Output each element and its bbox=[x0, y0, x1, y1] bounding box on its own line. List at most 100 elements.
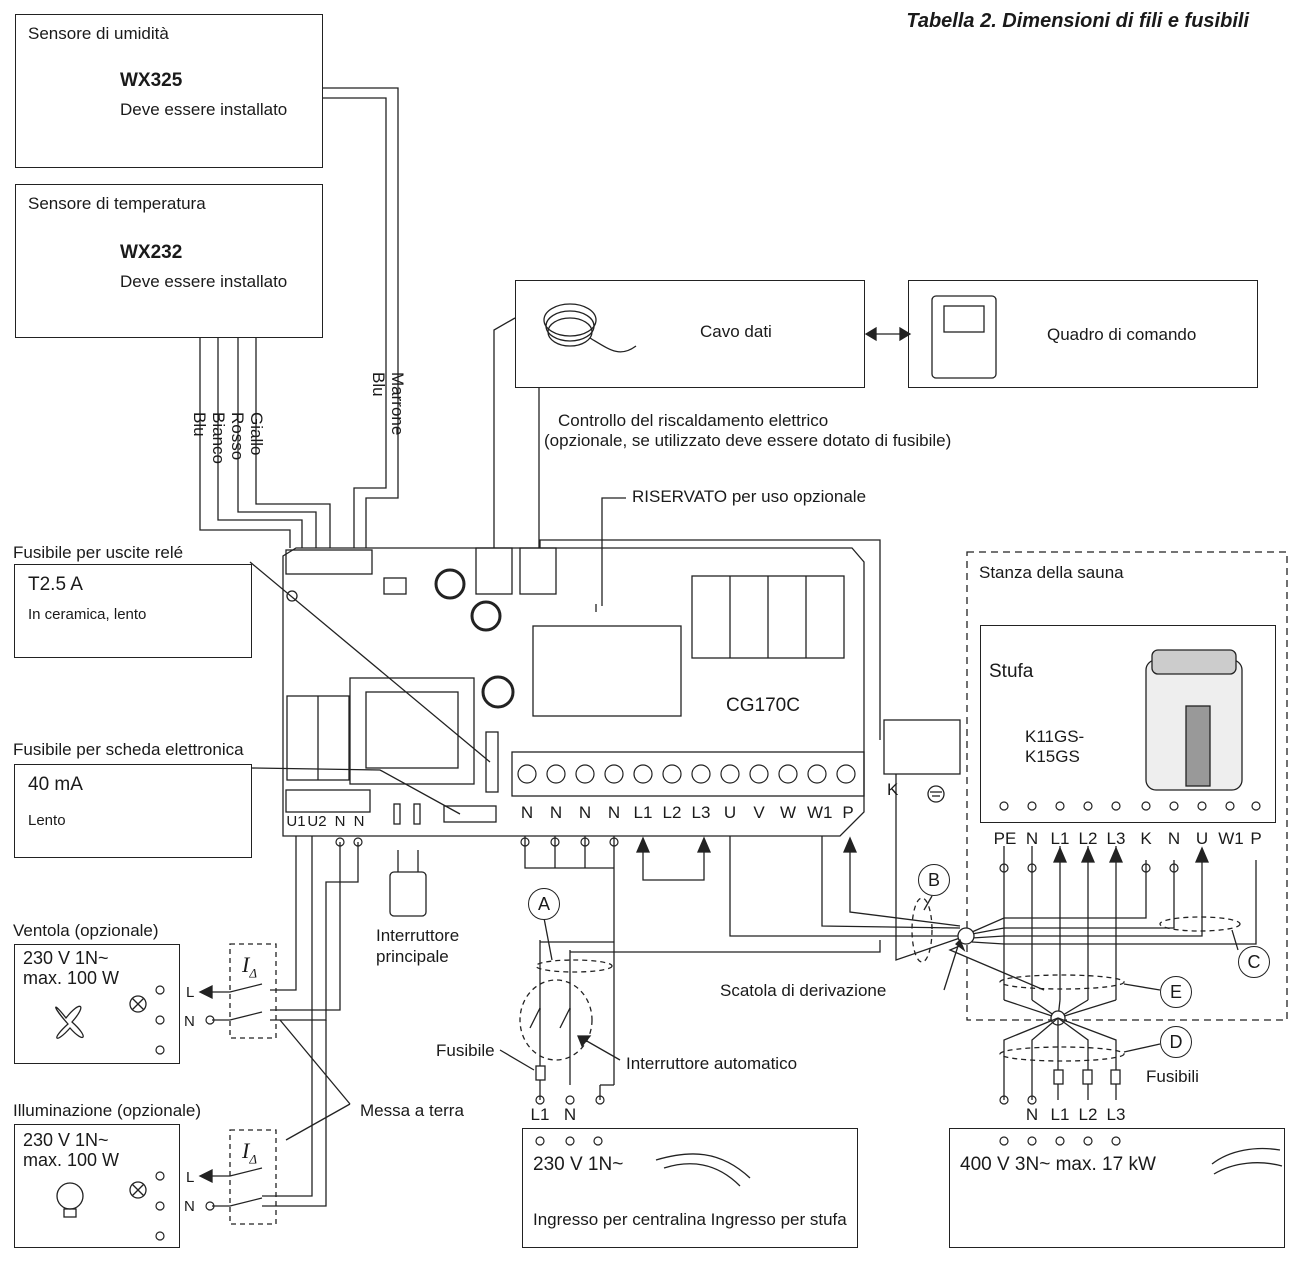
relay-fuse-box: T2.5 A In ceramica, lento bbox=[14, 564, 252, 658]
heater-model-2: K15GS bbox=[1025, 747, 1080, 766]
board-terminal: N bbox=[607, 803, 621, 822]
board-left-terminal: U1 bbox=[286, 813, 306, 830]
board-terminal: W1 bbox=[807, 803, 833, 822]
reserved-label: RISERVATO per uso opzionale bbox=[632, 487, 867, 506]
humidity-sensor-model: WX325 bbox=[120, 70, 183, 91]
supply-right-terminal: L1 bbox=[1050, 1105, 1070, 1124]
heater-model-1: K11GS- bbox=[1025, 727, 1085, 746]
lighting-box: 230 V 1N~ max. 100 W bbox=[14, 1124, 180, 1248]
board-terminal: U bbox=[723, 803, 737, 822]
supply-400-label: 400 V 3N~ max. 17 kW bbox=[960, 1154, 1156, 1175]
callout-e: E bbox=[1160, 976, 1192, 1008]
board-terminal: L3 bbox=[691, 803, 711, 822]
data-cable-box: Cavo dati bbox=[515, 280, 865, 388]
wire-color-hum-brown: Marrone bbox=[388, 372, 407, 436]
board-model: CG170C bbox=[726, 695, 800, 716]
table-title: Tabella 2. Dimensioni di fili e fusibili bbox=[906, 10, 1249, 32]
control-panel-box: Quadro di comando bbox=[908, 280, 1258, 388]
heater-terminal: N bbox=[1025, 829, 1039, 848]
lighting-label: Illuminazione (opzionale) bbox=[13, 1101, 202, 1120]
wire-color-yellow: Giallo bbox=[247, 412, 266, 456]
heating-control-line2: (opzionale, se utilizzato deve essere do… bbox=[544, 431, 952, 450]
heater-box: Stufa K11GS- K15GS bbox=[980, 625, 1276, 823]
control-panel-label: Quadro di comando bbox=[1047, 325, 1197, 344]
board-fuse-box: 40 mA Lento bbox=[14, 764, 252, 858]
supply-left-terminal: L1 bbox=[530, 1105, 550, 1124]
light-n-label: N bbox=[184, 1198, 195, 1215]
fan-box: 230 V 1N~ max. 100 W bbox=[14, 944, 180, 1064]
fuse-label: Fusibile bbox=[436, 1041, 495, 1060]
humidity-sensor-label: Sensore di umidità bbox=[28, 24, 169, 43]
heater-terminal: K bbox=[1140, 829, 1152, 848]
board-left-terminal: N bbox=[353, 813, 365, 830]
input-captions: Ingresso per centralina Ingresso per stu… bbox=[533, 1210, 847, 1229]
heater-terminal: L2 bbox=[1078, 829, 1098, 848]
supply-230-label: 230 V 1N~ bbox=[533, 1154, 624, 1175]
board-left-terminal: N bbox=[334, 813, 346, 830]
rcd-symbol-fan: IΔ bbox=[242, 952, 257, 981]
k-terminal-label: K bbox=[887, 780, 899, 799]
board-terminal: W bbox=[779, 803, 797, 822]
fuses-label: Fusibili bbox=[1146, 1067, 1199, 1086]
heater-terminal: N bbox=[1167, 829, 1181, 848]
main-switch-label-1: Interruttore bbox=[376, 926, 460, 945]
board-fuse-note: Lento bbox=[28, 812, 66, 829]
supply-230-box: 230 V 1N~ Ingresso per centralina Ingres… bbox=[522, 1128, 858, 1248]
fan-spec-1: 230 V 1N~ bbox=[23, 948, 109, 968]
temperature-sensor-label: Sensore di temperatura bbox=[28, 194, 206, 213]
board-fuse-label: Fusibile per scheda elettronica bbox=[13, 740, 244, 759]
relay-fuse-note: In ceramica, lento bbox=[28, 606, 147, 623]
relay-fuse-label: Fusibile per uscite relé bbox=[13, 543, 184, 562]
relay-fuse-value: T2.5 A bbox=[28, 574, 83, 595]
fan-label: Ventola (opzionale) bbox=[13, 921, 159, 940]
board-terminal: N bbox=[549, 803, 563, 822]
light-l-label: L bbox=[186, 1169, 195, 1186]
sauna-room-label: Stanza della sauna bbox=[979, 563, 1124, 582]
supply-right-terminal: L3 bbox=[1106, 1105, 1126, 1124]
board-terminal: N bbox=[520, 803, 534, 822]
junction-box-label: Scatola di derivazione bbox=[720, 981, 887, 1000]
callout-b: B bbox=[918, 864, 950, 896]
fan-n-label: N bbox=[184, 1013, 195, 1030]
heater-terminal: PE bbox=[993, 829, 1017, 848]
humidity-sensor-note: Deve essere installato bbox=[120, 100, 288, 119]
fan-spec-2: max. 100 W bbox=[23, 968, 120, 988]
wire-color-hum-blue: Blu bbox=[369, 372, 388, 397]
heating-control-line1: Controllo del riscaldamento elettrico bbox=[558, 411, 829, 430]
wire-color-white: Bianco bbox=[209, 412, 228, 464]
board-terminal: L2 bbox=[662, 803, 682, 822]
supply-right-terminal: L2 bbox=[1078, 1105, 1098, 1124]
humidity-sensor-box: Sensore di umidità WX325 Deve essere ins… bbox=[15, 14, 323, 168]
lighting-spec-1: 230 V 1N~ bbox=[23, 1130, 109, 1150]
callout-d: D bbox=[1160, 1026, 1192, 1058]
main-switch-label-2: principale bbox=[376, 947, 449, 966]
earthing-label: Messa a terra bbox=[360, 1101, 464, 1120]
callout-c: C bbox=[1238, 946, 1270, 978]
heater-terminal: U bbox=[1195, 829, 1209, 848]
heater-label: Stufa bbox=[989, 661, 1034, 682]
board-terminal: L1 bbox=[633, 803, 653, 822]
heater-terminal: P bbox=[1250, 829, 1262, 848]
breaker-label: Interruttore automatico bbox=[626, 1054, 798, 1073]
board-left-terminal: U2 bbox=[307, 813, 327, 830]
rcd-symbol-light: IΔ bbox=[242, 1138, 257, 1167]
temperature-sensor-box: Sensore di temperatura WX232 Deve essere… bbox=[15, 184, 323, 338]
data-cable-label: Cavo dati bbox=[700, 322, 772, 341]
supply-right-terminal: N bbox=[1025, 1105, 1039, 1124]
wire-color-blue: Blu bbox=[190, 412, 209, 437]
board-terminal: N bbox=[578, 803, 592, 822]
heater-terminal: W1 bbox=[1218, 829, 1244, 848]
heater-terminal: L1 bbox=[1050, 829, 1070, 848]
board-fuse-value: 40 mA bbox=[28, 774, 83, 795]
heater-terminal: L3 bbox=[1106, 829, 1126, 848]
board-terminal: V bbox=[753, 803, 765, 822]
callout-a: A bbox=[528, 888, 560, 920]
supply-400-box: 400 V 3N~ max. 17 kW bbox=[949, 1128, 1285, 1248]
temperature-sensor-note: Deve essere installato bbox=[120, 272, 288, 291]
wire-color-red: Rosso bbox=[228, 412, 247, 461]
fan-l-label: L bbox=[186, 984, 195, 1001]
temperature-sensor-model: WX232 bbox=[120, 242, 183, 263]
supply-left-terminal: N bbox=[563, 1105, 577, 1124]
board-terminal: P bbox=[842, 803, 854, 822]
lighting-spec-2: max. 100 W bbox=[23, 1150, 120, 1170]
